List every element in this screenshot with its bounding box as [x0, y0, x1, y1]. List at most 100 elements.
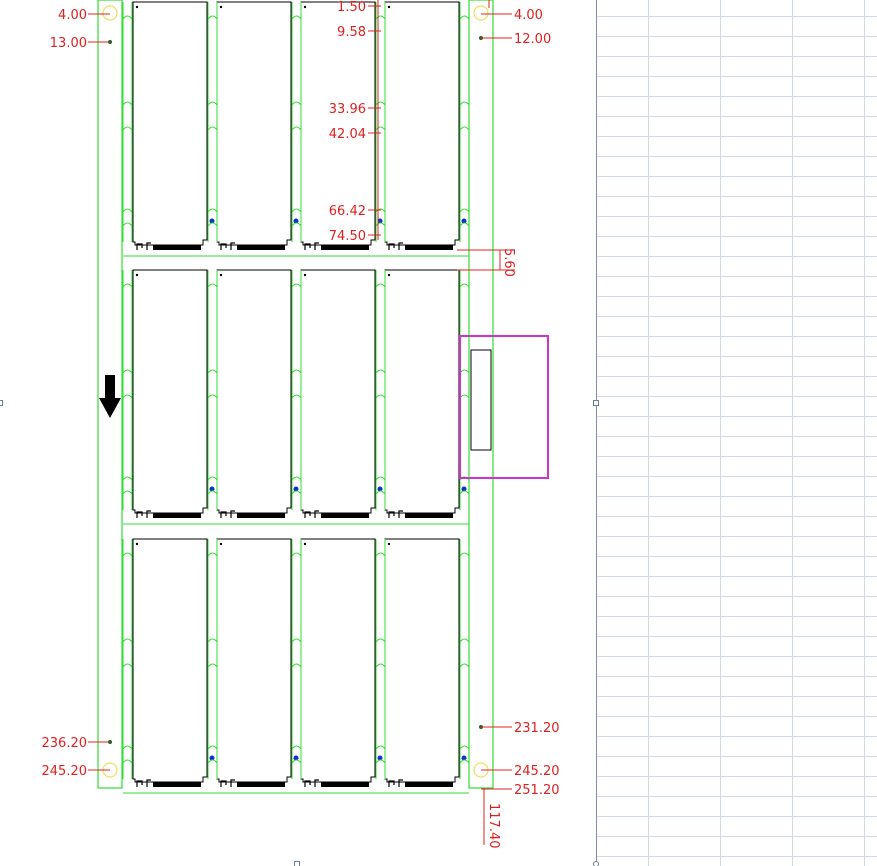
separator-notch: [459, 759, 470, 764]
part-outline: [300, 269, 376, 514]
left-dimension-label: 236.20: [42, 736, 88, 751]
separator-notch: [207, 745, 218, 750]
separator-notch: [375, 369, 386, 374]
right-dimension-label: 231.20: [514, 721, 560, 736]
part-hook: [136, 780, 143, 787]
overlay-layer: [459, 335, 549, 479]
part-hook: [314, 779, 319, 787]
separator-notch: [375, 490, 386, 495]
separator-notch: [207, 663, 218, 668]
part-tab: [237, 513, 285, 518]
part-outline: [300, 1, 376, 246]
part-outline: [384, 538, 460, 783]
separator-notch: [207, 126, 218, 131]
separator-notch: [375, 15, 386, 20]
separator-notch: [375, 126, 386, 131]
pin-marker: [219, 542, 223, 546]
hole-marker: [461, 755, 467, 761]
separator-notch: [375, 759, 386, 764]
right-dimension-label: 12.00: [514, 32, 551, 47]
side-rails: [97, 0, 494, 789]
separator-notch: [122, 208, 133, 213]
dimension-annotations: 4.0013.00236.20245.201.509.5833.9642.046…: [42, 0, 560, 849]
gap-dimension-label: 5.60: [501, 248, 516, 277]
pin-marker: [135, 273, 139, 277]
separator-notch: [291, 745, 302, 750]
separator-notch: [207, 759, 218, 764]
separator-notch: [291, 369, 302, 374]
separator-notch: [291, 476, 302, 481]
part-hook: [220, 243, 227, 250]
separator-notch: [375, 394, 386, 399]
part-hook: [314, 510, 319, 518]
separator-notch: [207, 208, 218, 213]
separator-notch: [459, 283, 470, 288]
separator-notch: [291, 126, 302, 131]
pin-marker: [303, 273, 307, 277]
left-dimension-label: 13.00: [50, 36, 87, 51]
center-dimension-label: 9.58: [337, 25, 366, 40]
right-rail: [468, 0, 494, 789]
right-dimension-label: 251.20: [514, 783, 560, 798]
part-tab: [405, 782, 453, 787]
resize-handle-corner[interactable]: [593, 861, 599, 866]
resize-handle-left[interactable]: [0, 400, 3, 406]
part-hook: [220, 780, 227, 787]
part-outline: [216, 538, 292, 783]
resize-handle-bottom[interactable]: [294, 861, 300, 866]
separator-notch: [375, 663, 386, 668]
separator-notch: [122, 394, 133, 399]
separator-notch: [122, 759, 133, 764]
separator-notch: [459, 101, 470, 106]
part-outline: [132, 269, 208, 514]
separator-notch: [459, 369, 470, 374]
selected-part: [470, 349, 492, 451]
part-grid: [122, 1, 470, 794]
separator-notch: [122, 476, 133, 481]
resize-handle-right[interactable]: [593, 400, 599, 406]
right-dimension-label: 4.00: [514, 8, 543, 23]
part-outline: [300, 538, 376, 783]
separator-notch: [291, 101, 302, 106]
cad-drawing[interactable]: 4.0013.00236.20245.201.509.5833.9642.046…: [0, 0, 596, 866]
hole-marker: [377, 218, 383, 224]
part-hook: [136, 511, 143, 518]
left-rail: [97, 0, 123, 789]
separator-notch: [375, 283, 386, 288]
locating-hole: [473, 5, 489, 21]
part-tab: [321, 782, 369, 787]
separator-notch: [291, 208, 302, 213]
separator-notch: [122, 490, 133, 495]
pin-marker: [219, 5, 223, 9]
separator-notch: [122, 663, 133, 668]
part-hook: [314, 242, 319, 250]
separator-notch: [459, 15, 470, 20]
hole-marker: [209, 755, 215, 761]
part-hook: [136, 243, 143, 250]
pin-marker: [303, 542, 307, 546]
center-dimension-label: 33.96: [329, 102, 366, 117]
separator-notch: [207, 369, 218, 374]
hole-marker: [377, 755, 383, 761]
pin-marker: [387, 5, 391, 9]
hole-marker: [293, 218, 299, 224]
separator-notch: [122, 126, 133, 131]
separator-notch: [207, 394, 218, 399]
center-dimension-label: 74.50: [329, 229, 366, 244]
spreadsheet-cell-grid[interactable]: [596, 0, 877, 866]
separator-notch: [122, 283, 133, 288]
separator-notch: [459, 745, 470, 750]
part-hook: [146, 510, 151, 518]
part-hook: [230, 510, 235, 518]
separator-notch: [375, 101, 386, 106]
part-outline: [384, 269, 460, 514]
center-dimension-label: 1.50: [337, 0, 366, 15]
part-hook: [146, 779, 151, 787]
embedded-object-border: [596, 0, 597, 866]
center-dimension-label: 66.42: [329, 204, 366, 219]
part-hook: [304, 511, 311, 518]
separator-notch: [291, 15, 302, 20]
pin-marker: [135, 542, 139, 546]
separator-notch: [375, 476, 386, 481]
part-hook: [304, 243, 311, 250]
